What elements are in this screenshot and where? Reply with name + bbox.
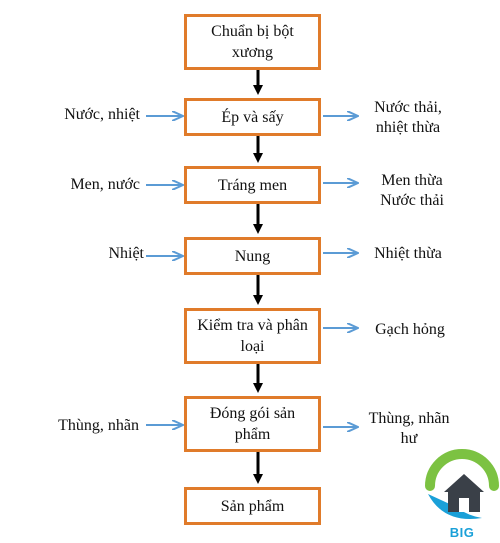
output-label-damaged-box-label: Thùng, nhãn hư [368,410,450,447]
step-label: Kiểm tra và phân loại [197,317,308,355]
big-house-logo: BIG HOUSE [424,446,500,543]
step-label: Tráng men [217,176,288,194]
output-label-broken-tiles: Gạch hỏng [375,321,445,338]
step-label: Nung [234,247,271,265]
step-label: Chuẩn bị bột xương [211,23,294,61]
step-box-inspect-sort: Kiểm tra và phân loại [184,308,321,364]
step-label: Sản phẩm [220,497,285,515]
input-label-water-heat: Nước, nhiệt [64,106,140,123]
step-label: Đóng gói sản phẩm [209,405,296,443]
step-box-press-dry: Ép và sấy [184,98,321,136]
output-label-excess-heat: Nhiệt thừa [374,245,442,262]
step-box-glaze: Tráng men [184,166,321,204]
output-label-excess-glaze-wastewater: Men thừa Nước thải [380,172,444,209]
input-label-heat: Nhiệt [108,245,144,262]
input-label-box-label: Thùng, nhãn [58,417,139,434]
step-box-prepare-bone-powder: Chuẩn bị bột xương [184,14,321,70]
step-label: Ép và sấy [221,108,284,126]
output-label-wastewater-excess-heat: Nước thải, nhiệt thừa [374,99,442,136]
logo-text: BIG HOUSE [438,525,486,543]
input-label-glaze-water: Men, nước [70,176,140,193]
step-box-product: Sản phẩm [184,487,321,525]
house-icon [425,449,499,519]
step-box-package: Đóng gói sản phẩm [184,396,321,452]
step-box-fire: Nung [184,237,321,275]
